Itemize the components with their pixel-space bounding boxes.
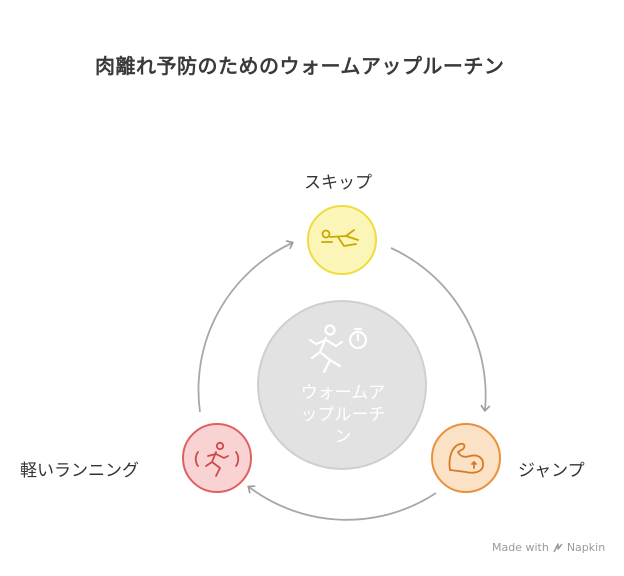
- arrow-jump-to-run: [247, 485, 437, 521]
- napkin-brand-name: Napkin: [566, 541, 606, 554]
- arrow-skip-to-jump: [390, 247, 491, 412]
- skip-label: スキップ: [304, 173, 372, 193]
- center-label-line-1: ウォームア: [300, 383, 386, 403]
- skip-node: [307, 205, 377, 275]
- jump-node: [431, 423, 501, 493]
- arrow-run-to-skip: [197, 240, 294, 413]
- page-title: 肉離れ予防のためのウォームアップルーチン: [95, 54, 505, 78]
- napkin-watermark: Made with Napkin: [492, 541, 605, 554]
- run-label: 軽いランニング: [20, 461, 139, 481]
- center-label-line-3: ン: [334, 427, 352, 447]
- center-node: [257, 300, 427, 470]
- center-label: ウォームア ップルーチ ン: [268, 382, 418, 448]
- run-node: [182, 423, 252, 493]
- sprinter-stopwatch-icon: [308, 324, 368, 374]
- center-label-line-2: ップルーチ: [300, 405, 386, 425]
- made-with-text: Made with: [492, 541, 549, 554]
- flexed-arm-icon: [448, 442, 484, 474]
- skip-person-icon: [321, 229, 359, 247]
- running-person-icon: [194, 441, 240, 477]
- jump-label: ジャンプ: [518, 461, 585, 481]
- napkin-logo-icon: [553, 542, 563, 552]
